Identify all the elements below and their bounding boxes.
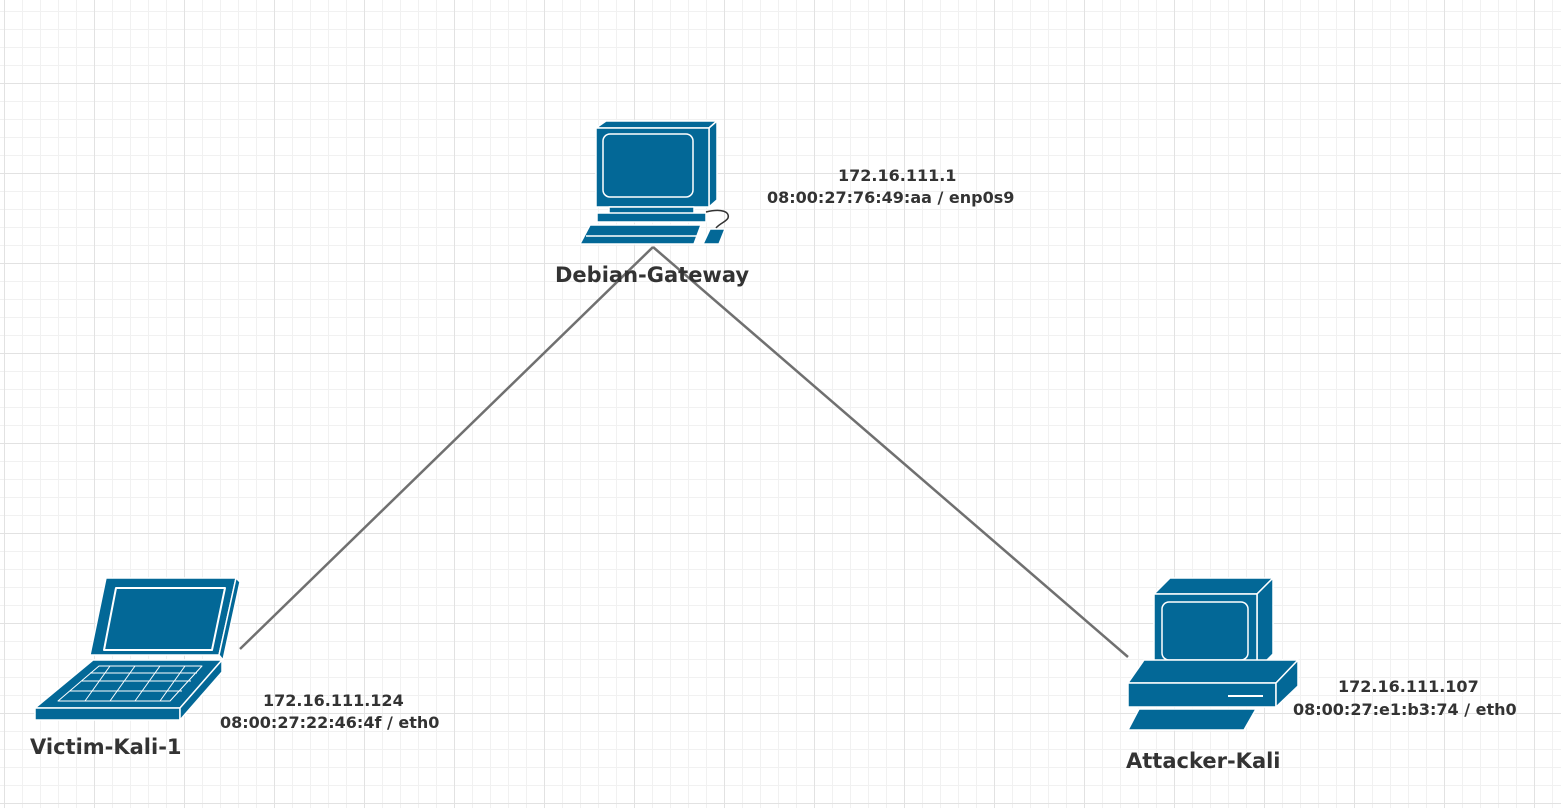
gateway-mac-label: 08:00:27:76:49:aa / enp0s9 — [767, 188, 1015, 207]
attacker-mac-label: 08:00:27:e1:b3:74 / eth0 — [1293, 700, 1517, 719]
desktop-pc-icon[interactable] — [579, 120, 730, 245]
attacker-ip-label: 172.16.111.107 — [1338, 677, 1479, 696]
victim-name-label: Victim-Kali-1 — [30, 735, 182, 759]
laptop-icon[interactable] — [34, 577, 241, 721]
victim-mac-label: 08:00:27:22:46:4f / eth0 — [220, 713, 440, 732]
gateway-ip-label: 172.16.111.1 — [838, 166, 957, 185]
attacker-name-label: Attacker-Kali — [1126, 749, 1281, 773]
link-gateway-victim — [239, 246, 654, 650]
link-gateway-attacker — [652, 246, 1129, 658]
gateway-name-label: Debian-Gateway — [555, 263, 750, 287]
pc-icon[interactable] — [1127, 577, 1299, 731]
victim-ip-label: 172.16.111.124 — [263, 691, 404, 710]
